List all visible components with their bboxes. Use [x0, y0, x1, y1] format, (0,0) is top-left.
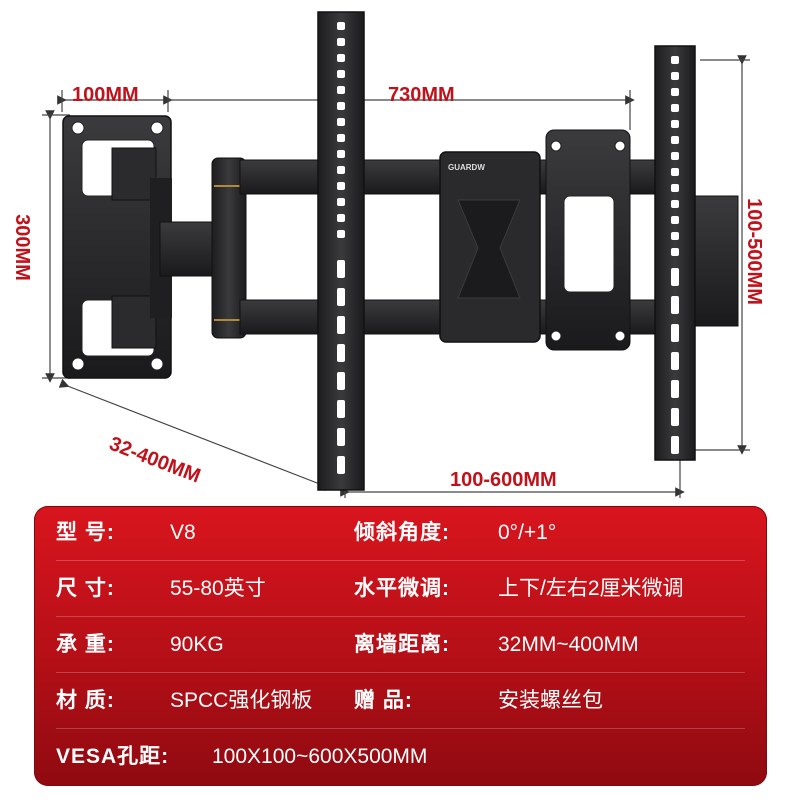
- spec-label-vesa: VESA孔距:: [56, 745, 170, 768]
- mounting-hole: [671, 436, 679, 454]
- wall-plate: [62, 115, 172, 379]
- spec-value-vesa: 100X100~600X500MM: [212, 745, 428, 768]
- right-bracket: [545, 129, 739, 351]
- spec-row: 承 重: 90KG 离墙距离: 32MM~400MM: [34, 618, 767, 672]
- mounting-hole: [671, 56, 679, 64]
- spec-label: 离墙距离:: [354, 633, 450, 656]
- spec-row-vesa: VESA孔距: 100X100~600X500MM: [34, 730, 767, 784]
- spec-label: 型 号:: [56, 521, 115, 544]
- mounting-hole: [671, 72, 679, 80]
- mounting-hole: [337, 166, 345, 174]
- dim-wall-plate-width: 100MM: [72, 84, 139, 106]
- mounting-hole: [671, 352, 679, 370]
- mounting-hole: [337, 182, 345, 190]
- mounting-hole: [337, 86, 345, 94]
- spec-value: SPCC强化钢板: [170, 689, 313, 712]
- dim-vesa-vertical: 100-500MM: [742, 198, 765, 305]
- mounting-hole: [671, 380, 679, 398]
- mounting-hole: [671, 120, 679, 128]
- tv-mount-illustration: GUARDW: [42, 11, 750, 498]
- vertical-rail-left: [317, 11, 365, 491]
- divider: [56, 560, 745, 561]
- mounting-hole: [337, 118, 345, 126]
- mounting-hole: [337, 54, 345, 62]
- spec-row: 型 号: V8 倾斜角度: 0°/+1°: [34, 506, 767, 560]
- spec-label: 承 重:: [56, 633, 115, 656]
- mounting-hole: [337, 428, 345, 446]
- mounting-hole: [671, 200, 679, 208]
- mounting-hole: [337, 70, 345, 78]
- mounting-hole: [337, 260, 345, 278]
- dim-wall-plate-height: 300MM: [10, 214, 33, 281]
- spec-value: V8: [170, 521, 196, 544]
- mounting-hole: [337, 288, 345, 306]
- spec-value: 55-80英寸: [170, 577, 266, 600]
- spec-label: 水平微调:: [354, 577, 450, 600]
- spec-value: 90KG: [170, 633, 224, 656]
- mounting-hole: [671, 408, 679, 426]
- mounting-hole: [671, 324, 679, 342]
- mounting-hole: [337, 316, 345, 334]
- spec-value: 上下/左右2厘米微调: [498, 577, 684, 600]
- mounting-hole: [671, 88, 679, 96]
- spec-label: 倾斜角度:: [354, 521, 450, 544]
- mounting-hole: [671, 216, 679, 224]
- spec-row: 材 质: SPCC强化钢板 赠 品: 安装螺丝包: [34, 674, 767, 728]
- spec-row: 尺 寸: 55-80英寸 水平微调: 上下/左右2厘米微调: [34, 562, 767, 616]
- divider: [56, 672, 745, 673]
- mounting-hole: [671, 232, 679, 240]
- mounting-hole: [671, 152, 679, 160]
- mounting-hole: [337, 400, 345, 418]
- spec-label: 材 质:: [56, 689, 115, 712]
- mounting-hole: [337, 102, 345, 110]
- mounting-hole: [337, 150, 345, 158]
- mounting-hole: [671, 168, 679, 176]
- mounting-hole: [671, 104, 679, 112]
- mounting-hole: [337, 372, 345, 390]
- mounting-hole: [337, 214, 345, 222]
- vertical-rail-right: [654, 45, 696, 461]
- mounting-hole: [671, 184, 679, 192]
- center-pivot: GUARDW: [439, 151, 541, 343]
- mounting-hole: [337, 38, 345, 46]
- mounting-hole: [337, 456, 345, 474]
- spec-label: 尺 寸:: [56, 577, 115, 600]
- spec-value: 安装螺丝包: [498, 689, 603, 712]
- mounting-hole: [671, 268, 679, 286]
- mounting-hole: [671, 248, 679, 256]
- mounting-hole: [671, 136, 679, 144]
- mounting-hole: [337, 134, 345, 142]
- brand-logo: GUARDW: [448, 163, 485, 172]
- mounting-hole: [337, 198, 345, 206]
- spec-value: 32MM~400MM: [498, 633, 639, 656]
- spec-value: 0°/+1°: [498, 521, 557, 544]
- specs-table: 型 号: V8 倾斜角度: 0°/+1° 尺 寸: 55-80英寸 水平微调: …: [34, 506, 767, 786]
- dim-arm-span: 730MM: [388, 84, 455, 106]
- divider: [56, 616, 745, 617]
- mounting-hole: [337, 22, 345, 30]
- spec-label: 赠 品:: [354, 689, 413, 712]
- mounting-hole: [337, 230, 345, 238]
- divider: [56, 728, 745, 729]
- mounting-hole: [671, 296, 679, 314]
- mounting-hole: [337, 344, 345, 362]
- dim-vesa-horizontal: 100-600MM: [450, 469, 557, 491]
